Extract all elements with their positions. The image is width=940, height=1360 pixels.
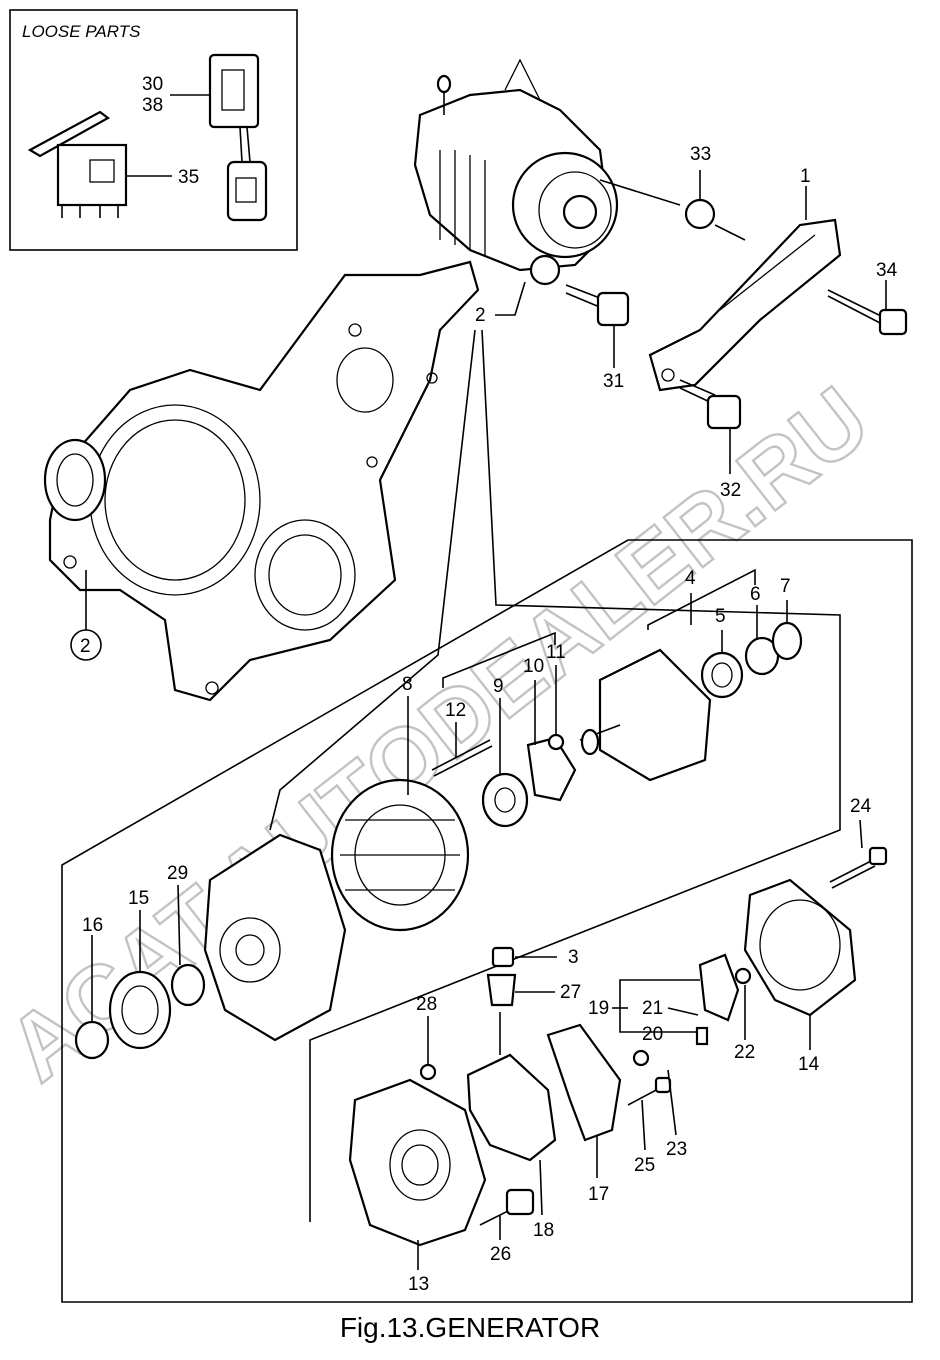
- terminal-cap-27-part: [486, 973, 517, 1007]
- callout-2-left: 2: [80, 636, 91, 657]
- callout-27: 27: [560, 982, 581, 1003]
- nut-28-part: [419, 1063, 437, 1081]
- callout-33: 33: [690, 144, 711, 165]
- loose-parts-title: LOOSE PARTS: [22, 22, 141, 41]
- adjusting-bar-part: [648, 218, 842, 392]
- callout-13: 13: [408, 1274, 429, 1295]
- rear-frame-part: [348, 1078, 487, 1247]
- bearing-9-part: [481, 772, 529, 828]
- bolt-31-part: [565, 284, 630, 327]
- callout-7: 7: [780, 576, 791, 597]
- callout-6: 6: [750, 584, 761, 605]
- callout-29: 29: [167, 863, 188, 884]
- callout-20: 20: [642, 1024, 663, 1045]
- relay-part: [208, 53, 268, 222]
- washer-7-part: [771, 621, 803, 661]
- regulator-part: [698, 953, 740, 1022]
- callout-19: 19: [588, 998, 609, 1019]
- bolt-12-part: [431, 739, 493, 777]
- callout-8: 8: [402, 674, 413, 695]
- loose-parts-box: LOOSE PARTS: [9, 9, 298, 251]
- callout-35: 35: [178, 167, 199, 188]
- bolt-25-part: [627, 1076, 672, 1106]
- callout-11: 11: [546, 642, 566, 663]
- nut-16-part: [74, 1020, 110, 1060]
- callout-23: 23: [666, 1139, 687, 1160]
- callout-17: 17: [588, 1184, 609, 1205]
- callout-28: 28: [416, 994, 437, 1015]
- brush-20-part: [695, 1026, 709, 1046]
- collar-part: [684, 198, 716, 230]
- callout-22: 22: [734, 1042, 755, 1063]
- bolt-34-part: [827, 289, 908, 336]
- rectifier-part: [466, 1012, 557, 1162]
- spacer-29-part: [170, 963, 206, 1007]
- nut-3-part: [491, 946, 515, 968]
- rotor-part: [579, 648, 712, 782]
- callout-21: 21: [642, 998, 663, 1019]
- drive-end-frame-part: [203, 833, 347, 1042]
- flasher-relay-part: [27, 110, 128, 218]
- callout-1: 1: [800, 166, 811, 187]
- callout-24: 24: [850, 796, 872, 817]
- callout-2-top: 2: [475, 305, 486, 326]
- brush-holder-part: [546, 1023, 622, 1142]
- figure-caption: Fig.13.GENERATOR: [339, 1312, 601, 1343]
- callout-38: 38: [142, 95, 163, 116]
- exploded-view-frame: [61, 539, 913, 1303]
- callout-4: 4: [685, 568, 696, 589]
- bolt-32-part: [679, 379, 742, 430]
- callout-5: 5: [715, 606, 726, 627]
- callout-30: 30: [142, 74, 163, 95]
- bearing-5-part: [700, 651, 744, 699]
- pulley-part: [108, 970, 172, 1050]
- callout-16: 16: [82, 915, 103, 936]
- callout-18: 18: [533, 1220, 554, 1241]
- callout-25: 25: [634, 1155, 655, 1176]
- callout-9: 9: [493, 676, 504, 697]
- alternator-assembly: [413, 58, 619, 286]
- callout-labels: 30 38 35 33 1 34 2 31 32 2 4 5 6 7 8 9 1…: [70, 74, 898, 1295]
- callout-14: 14: [798, 1054, 820, 1075]
- callout-15: 15: [128, 888, 149, 909]
- callout-31: 31: [603, 371, 624, 392]
- screw-23-part: [632, 1049, 650, 1067]
- callout-32: 32: [720, 480, 741, 501]
- bolt-26-part: [479, 1188, 535, 1226]
- screw-22-part: [734, 967, 752, 985]
- callout-12: 12: [445, 700, 466, 721]
- leader-lines: [85, 170, 887, 1270]
- bolt-24-part: [829, 846, 888, 889]
- screw-11-part: [547, 733, 565, 751]
- callout-2-circle: [70, 629, 102, 661]
- callout-3: 3: [568, 947, 579, 968]
- stator-part: [330, 778, 470, 932]
- callout-10: 10: [523, 656, 544, 677]
- callout-34: 34: [876, 260, 898, 281]
- rear-cover-part: [743, 878, 857, 1017]
- gear-case-cover: [43, 260, 480, 702]
- callout-26: 26: [490, 1244, 511, 1265]
